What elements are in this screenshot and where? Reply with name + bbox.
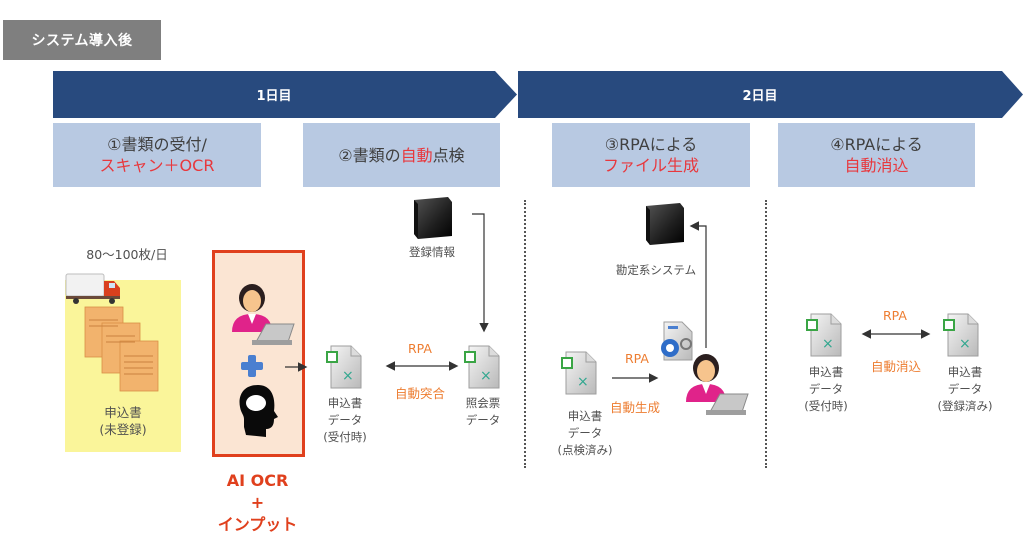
timeline-day2: 2日目 xyxy=(518,71,1024,118)
bidirectional-arrow-stage4 xyxy=(861,329,931,339)
file-to-operator-arrow xyxy=(612,373,659,383)
step-4-line2: 自動消込 xyxy=(844,156,909,175)
operator-with-laptop-icon xyxy=(686,354,749,415)
doc-label-line1: 申込書 xyxy=(104,405,142,420)
server-to-inquiry-arrow xyxy=(472,213,489,333)
auto-matching-label: 自動突合 xyxy=(394,386,445,401)
svg-text:×: × xyxy=(822,336,834,352)
doc-label-line2: (未登録) xyxy=(99,422,147,437)
step-4-line1: ④RPAによる xyxy=(830,135,923,154)
file-label-line2: データ xyxy=(567,426,603,440)
file-label-line1: 申込書 xyxy=(567,409,603,423)
step-1-line2: スキャン＋OCR xyxy=(99,156,215,175)
step-2-highlight: 自動 xyxy=(400,145,433,165)
step-2-prefix: ②書類の xyxy=(338,145,401,165)
file-label-line3: (受付時) xyxy=(804,399,848,413)
step-2-suffix: 点検 xyxy=(432,145,465,165)
step-2-box: ②書類の自動点検 xyxy=(303,123,500,187)
day1-label: 1日目 xyxy=(256,89,292,104)
truck-icon xyxy=(65,273,120,304)
auto-reconciliation-label: 自動消込 xyxy=(870,359,921,374)
day2-label: 2日目 xyxy=(742,89,778,104)
file-label-line2: データ xyxy=(465,413,501,427)
step-3-line1: ③RPAによる xyxy=(604,135,698,154)
file-label-line1: 申込書 xyxy=(808,365,844,379)
svg-text:×: × xyxy=(342,368,354,384)
ai-label-line2: + xyxy=(250,493,265,512)
rpa-label-stage2: RPA xyxy=(408,341,432,356)
file-label-line2: データ xyxy=(327,413,363,427)
divider-step-3-4 xyxy=(765,200,767,468)
step-3-line2: ファイル生成 xyxy=(602,156,699,175)
received-data-label: 申込書 データ (受付時) xyxy=(792,364,860,415)
file-label-line3: (受付時) xyxy=(323,430,367,444)
svg-text:×: × xyxy=(959,336,971,352)
system-after-badge: システム導入後 xyxy=(3,20,161,60)
file-label-line1: 申込書 xyxy=(327,396,363,410)
ai-label-line3: インプット xyxy=(217,515,298,534)
step-2-text: ②書類の自動点検 xyxy=(338,145,464,166)
day2-arrow-shape xyxy=(518,71,1023,118)
application-data-file-icon: × xyxy=(326,345,362,389)
rpa-label-stage4: RPA xyxy=(883,308,907,323)
received-data-file-icon: × xyxy=(806,313,842,357)
file-label-line2: データ xyxy=(947,382,983,396)
ai-ocr-label: AI OCR + インプット xyxy=(190,470,325,536)
divider-day-boundary xyxy=(524,200,526,468)
unregistered-docs-label: 申込書 (未登録) xyxy=(65,404,181,438)
accounting-system-label: 勘定系システム xyxy=(615,263,697,277)
paper-documents-icon xyxy=(84,306,159,392)
step-1-box: ①書類の受付/ スキャン＋OCR xyxy=(53,123,261,187)
rpa-gear-document-icon xyxy=(661,321,693,361)
inquiry-data-label: 照会票 データ xyxy=(450,395,516,429)
bidirectional-arrow-stage2 xyxy=(385,361,459,371)
svg-text:×: × xyxy=(577,374,589,390)
operator-to-system-arrow xyxy=(689,221,707,348)
file-label-line1: 照会票 xyxy=(465,396,501,410)
day1-arrow-shape xyxy=(53,71,517,118)
plus-icon xyxy=(241,355,263,377)
file-label-line2: データ xyxy=(808,382,844,396)
step-3-box: ③RPAによる ファイル生成 xyxy=(552,123,750,187)
timeline-day1: 1日目 xyxy=(53,71,518,118)
file-label-line3: (登録済み) xyxy=(937,399,993,413)
registration-info-label: 登録情報 xyxy=(409,245,455,259)
inquiry-data-file-icon: × xyxy=(464,345,500,389)
ai-to-file-arrow xyxy=(285,362,308,372)
registration-server-icon xyxy=(414,197,452,239)
svg-text:×: × xyxy=(480,368,492,384)
file-label-line1: 申込書 xyxy=(947,365,983,379)
volume-label: 80～100枚/日 xyxy=(86,247,168,262)
step-4-box: ④RPAによる 自動消込 xyxy=(778,123,975,187)
accounting-server-icon xyxy=(646,203,684,245)
step-1-line1: ①書類の受付/ xyxy=(107,135,207,154)
operator-with-laptop-icon xyxy=(232,284,295,345)
rpa-label-stage3: RPA xyxy=(625,351,649,366)
file-label-line3: (点検済み) xyxy=(557,443,613,457)
registered-data-file-icon: × xyxy=(943,313,979,357)
checked-data-file-icon: × xyxy=(561,351,597,395)
registered-data-label: 申込書 データ (登録済み) xyxy=(920,364,1010,415)
ai-label-line1: AI OCR xyxy=(226,471,289,490)
checked-data-label: 申込書 データ (点検済み) xyxy=(545,408,625,459)
application-data-label: 申込書 データ (受付時) xyxy=(312,395,378,446)
ai-head-icon xyxy=(239,385,278,437)
auto-generation-label: 自動生成 xyxy=(609,400,660,415)
